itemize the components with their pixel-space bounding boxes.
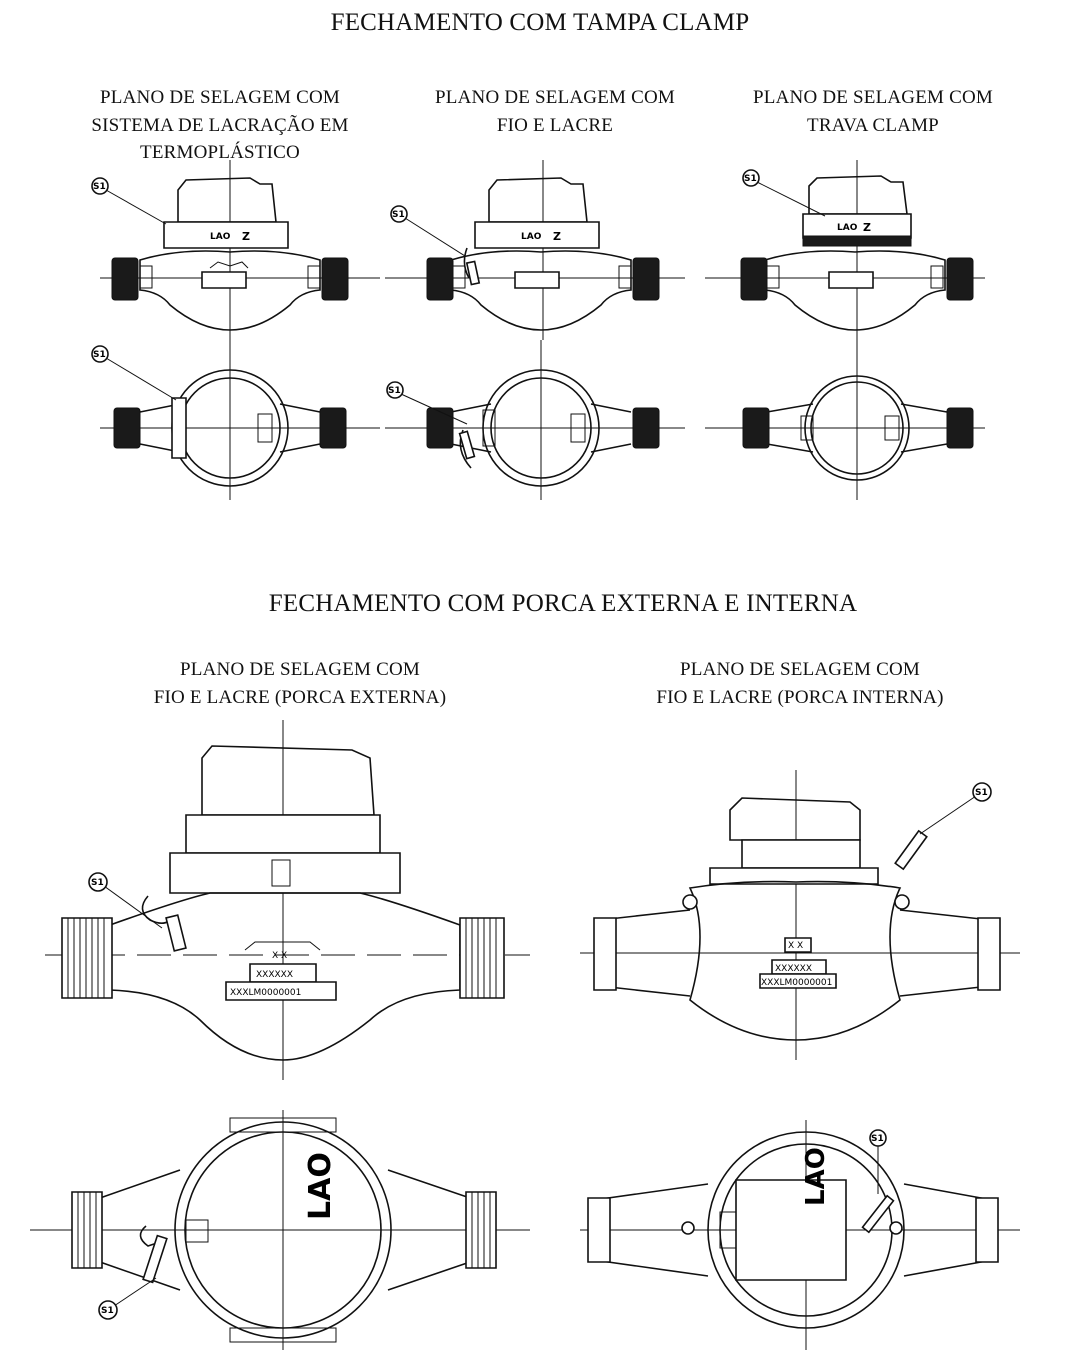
svg-text:S1: S1 — [91, 878, 104, 888]
svg-text:XXXLM0000001: XXXLM0000001 — [761, 978, 832, 988]
svg-text:S1: S1 — [871, 1134, 884, 1144]
meter-top-view-2: S1 — [385, 340, 685, 500]
section-title-porca: FECHAMENTO COM PORCA EXTERNA E INTERNA — [268, 590, 858, 617]
svg-text:S1: S1 — [388, 386, 401, 396]
svg-text:S1: S1 — [975, 788, 988, 798]
svg-text:XXXXXX: XXXXXX — [775, 964, 812, 974]
svg-text:Z: Z — [863, 221, 871, 234]
meter-side-view-2: LAO Z S1 — [385, 160, 685, 340]
svg-text:S1: S1 — [101, 1306, 114, 1316]
meter-side-view-1: LAO Z S1 — [80, 160, 380, 340]
svg-text:X X: X X — [272, 951, 287, 961]
svg-text:LAO: LAO — [801, 1147, 831, 1206]
meter-top-view-1: S1 — [80, 340, 380, 500]
meter-side-view-3: LAO Z S1 — [705, 160, 1005, 340]
meter-top-view-3 — [705, 340, 1005, 500]
meter-side-view-porca-externa: X X XXXXXX XXXLM0000001 S1 — [40, 720, 530, 1080]
svg-text:S1: S1 — [392, 210, 405, 220]
svg-text:LAO: LAO — [303, 1152, 338, 1220]
svg-text:S1: S1 — [744, 174, 757, 184]
meter-side-view-porca-interna: X X XXXXXX XXXLM0000001 S1 — [580, 770, 1020, 1060]
svg-text:X X: X X — [788, 941, 803, 951]
plan-label-porca-externa: PLANO DE SELAGEM COM FIO E LACRE (PORCA … — [153, 659, 447, 708]
svg-text:S1: S1 — [93, 182, 106, 192]
svg-text:LAO: LAO — [210, 232, 231, 242]
svg-text:XXXXXX: XXXXXX — [256, 970, 293, 980]
svg-text:LAO: LAO — [521, 232, 542, 242]
meter-top-view-porca-interna: LAO S1 — [580, 1120, 1020, 1350]
svg-text:Z: Z — [242, 230, 250, 243]
plan-label-trava-clamp: PLANO DE SELAGEM COM TRAVA CLAMP — [753, 87, 993, 136]
section-title-clamp: FECHAMENTO COM TAMPA CLAMP — [330, 9, 750, 36]
meter-top-view-porca-externa: LAO S1 — [30, 1110, 530, 1350]
plan-label-porca-interna: PLANO DE SELAGEM COM FIO E LACRE (PORCA … — [656, 659, 944, 708]
svg-text:LAO: LAO — [837, 223, 858, 233]
svg-text:S1: S1 — [93, 350, 106, 360]
svg-text:Z: Z — [553, 230, 561, 243]
plan-label-fio-lacre: PLANO DE SELAGEM COM FIO E LACRE — [435, 87, 675, 136]
plan-label-termoplastico: PLANO DE SELAGEM COM SISTEMA DE LACRAÇÃO… — [91, 87, 349, 164]
svg-text:XXXLM0000001: XXXLM0000001 — [230, 988, 301, 998]
